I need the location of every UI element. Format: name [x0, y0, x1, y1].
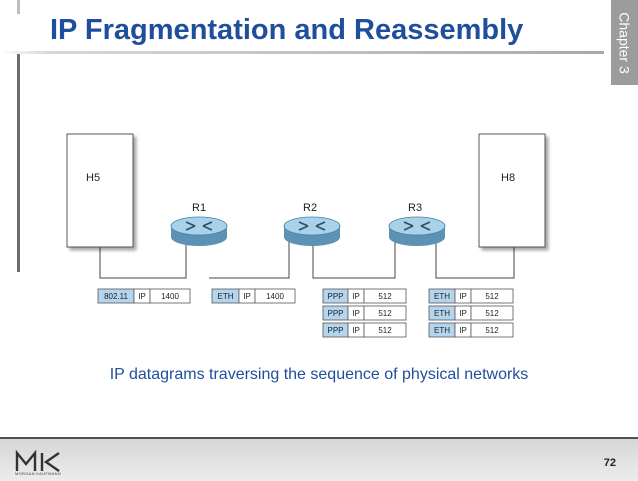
- frame-proto-cell: IP: [459, 309, 467, 318]
- publisher-logo-text: MORGAN KAUFMANN: [15, 471, 62, 476]
- frame-proto-cell: IP: [243, 292, 251, 301]
- frame-size-cell: 512: [378, 309, 392, 318]
- link-r3-h8: [435, 242, 515, 279]
- frame-segment-4-row-1: ETH IP 512: [428, 288, 514, 304]
- frame-size-cell: 512: [485, 326, 499, 335]
- left-accent-bar: [17, 54, 20, 272]
- frame-proto-cell: IP: [138, 292, 146, 301]
- router-r1-label: R1: [192, 202, 206, 214]
- frame-proto-cell: IP: [459, 292, 467, 301]
- publisher-logo-icon: [15, 449, 60, 472]
- chapter-tab: Chapter 3: [611, 0, 638, 85]
- frame-segment-4-row-2: ETH IP 512: [428, 305, 514, 321]
- frame-segment-4-row-3: ETH IP 512: [428, 322, 514, 338]
- frame-segment-3-row-2: PPP IP 512: [322, 305, 407, 321]
- router-r3-label: R3: [408, 202, 422, 214]
- link-r1-r2: [209, 242, 290, 279]
- frame-header-cell: ETH: [434, 292, 450, 301]
- frame-size-cell-box: [470, 305, 514, 321]
- frame-header-cell: PPP: [327, 309, 343, 318]
- frame-header-cell: 802.11: [104, 292, 128, 301]
- title-underline: [0, 51, 604, 54]
- diagram-caption: IP datagrams traversing the sequence of …: [109, 366, 529, 383]
- frame-size-cell-box: [363, 305, 407, 321]
- host-h8: H8: [478, 133, 546, 248]
- frame-size-cell-box: [470, 322, 514, 338]
- frame-size-cell-box: [470, 288, 514, 304]
- frame-size-cell-box: [254, 288, 296, 304]
- frame-size-cell-box: [149, 288, 191, 304]
- frame-size-cell: 512: [378, 292, 392, 301]
- frame-size-cell: 1400: [266, 292, 284, 301]
- link-h5-r1: [99, 242, 187, 279]
- frame-header-cell: PPP: [327, 326, 343, 335]
- left-accent-top: [17, 0, 20, 14]
- router-r3: R3: [388, 202, 446, 246]
- router-r1-arrows-icon: [185, 221, 213, 231]
- frame-size-cell-box: [363, 288, 407, 304]
- frame-header-cell: ETH: [434, 309, 450, 318]
- network-links: [99, 242, 515, 279]
- frame-proto-cell: IP: [352, 309, 360, 318]
- host-h5-label: H5: [86, 172, 100, 184]
- router-r2: R2: [283, 202, 341, 246]
- slide-title: IP Fragmentation and Reassembly: [50, 14, 524, 46]
- frame-header-cell: ETH: [434, 326, 450, 335]
- frame-header-cell: PPP: [327, 292, 343, 301]
- frame-proto-cell: IP: [352, 326, 360, 335]
- frame-size-cell-box: [363, 322, 407, 338]
- frame-segment-2-row-1: ETH IP 1400: [211, 288, 296, 304]
- host-h8-label: H8: [501, 172, 515, 184]
- router-r2-arrows-icon: [298, 221, 326, 231]
- frame-proto-cell: IP: [459, 326, 467, 335]
- frame-size-cell: 512: [485, 309, 499, 318]
- router-r2-label: R2: [303, 202, 317, 214]
- frame-size-cell: 512: [378, 326, 392, 335]
- footer: MORGAN KAUFMANN 72: [0, 437, 638, 481]
- frame-header-cell: ETH: [218, 292, 234, 301]
- router-r3-arrows-icon: [403, 221, 431, 231]
- frame-segment-3-row-1: PPP IP 512: [322, 288, 407, 304]
- frame-segment-1-row-1: 802.11 IP 1400: [97, 288, 191, 304]
- frame-size-cell: 1400: [161, 292, 179, 301]
- router-r1: R1: [170, 202, 228, 246]
- host-h5: H5: [66, 133, 134, 248]
- frame-segment-3-row-3: PPP IP 512: [322, 322, 407, 338]
- frame-size-cell: 512: [485, 292, 499, 301]
- link-r2-r3: [312, 242, 396, 279]
- frame-proto-cell: IP: [352, 292, 360, 301]
- page-number: 72: [603, 457, 616, 469]
